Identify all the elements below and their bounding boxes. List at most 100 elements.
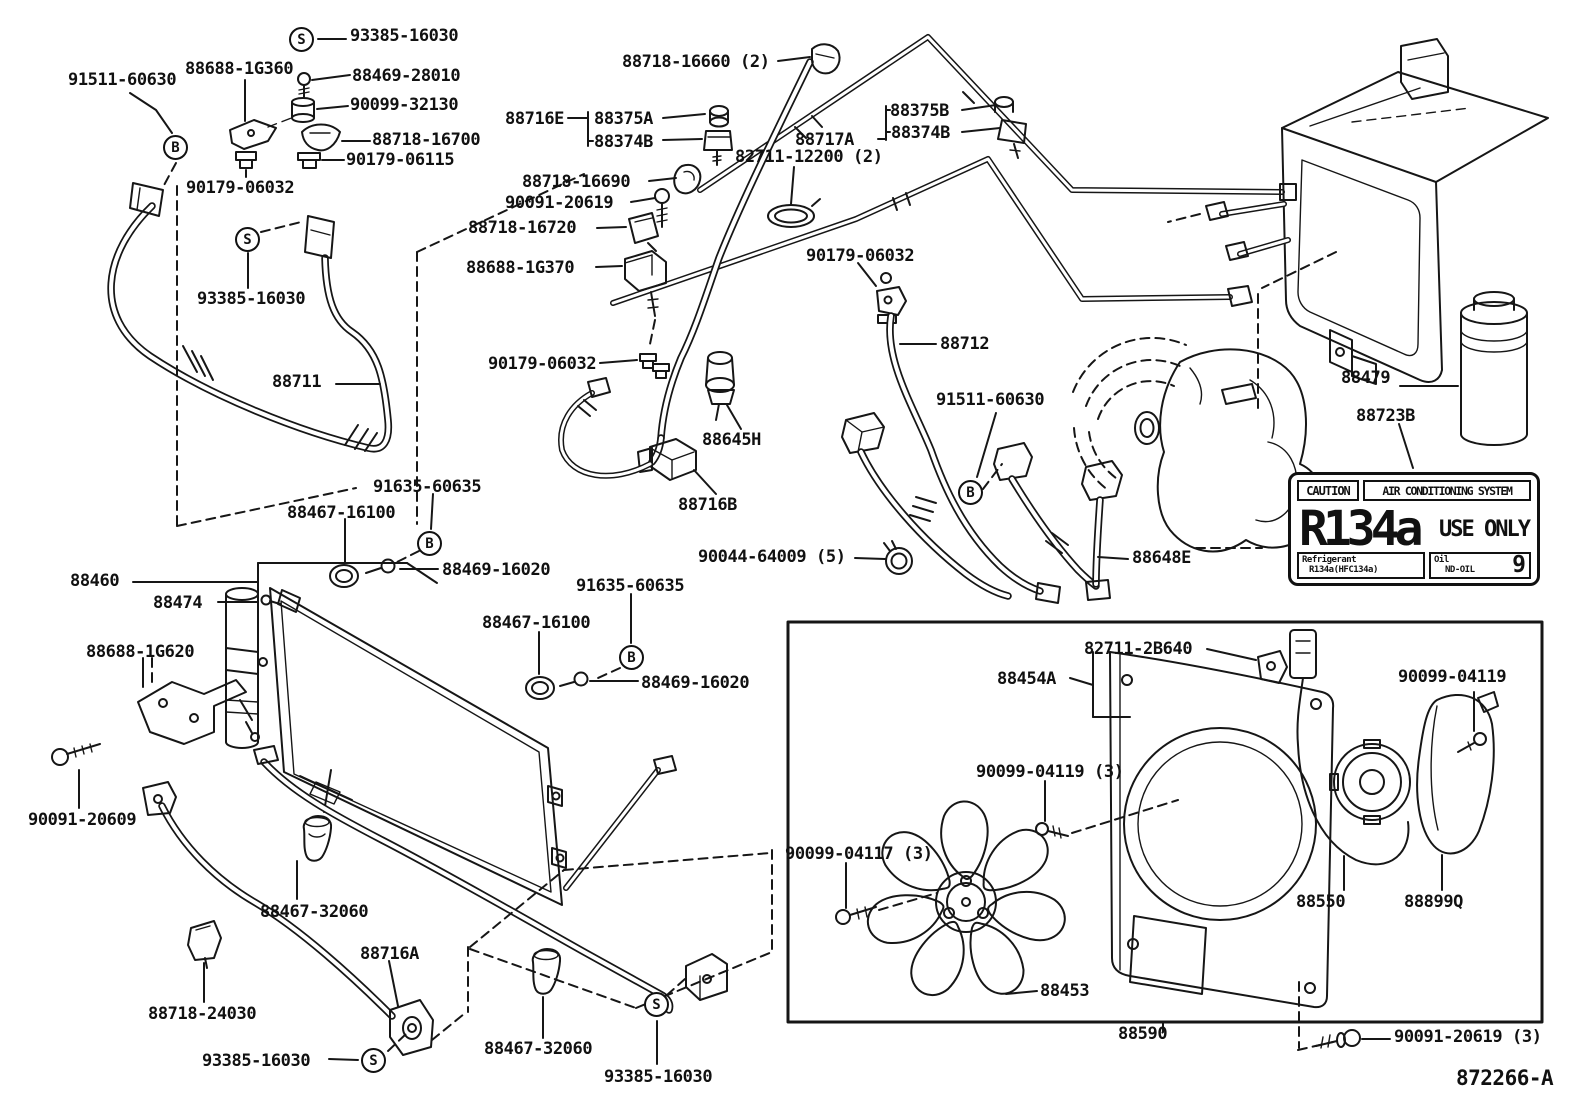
label-88550: 88550 <box>1296 892 1346 912</box>
marker-letter: S <box>369 1052 378 1069</box>
label-88648E: 88648E <box>1132 548 1192 568</box>
marker-b-4: B <box>619 645 644 670</box>
condenser-assembly <box>51 493 677 906</box>
caution-word: CAUTION <box>1297 480 1359 501</box>
marker-letter: S <box>243 231 252 248</box>
refrigerant-cell: Refrigerant R134a(HFC134a) <box>1297 552 1425 579</box>
projection-dashes-top-left <box>176 173 585 527</box>
label-88688-1G360: 88688-1G360 <box>185 59 294 79</box>
label-88645H: 88645H <box>702 430 762 450</box>
label-88467-16100-1: 88467-16100 <box>287 503 396 523</box>
marker-s-4: S <box>644 992 669 1017</box>
fitting-hardware-top-left <box>129 38 371 188</box>
label-91635-60635-2: 91635-60635 <box>576 576 685 596</box>
label-91511-60630-1: 91511-60630 <box>68 70 177 90</box>
label-90099-04119: 90099-04119 <box>1398 667 1507 687</box>
label-88460: 88460 <box>70 571 120 591</box>
fan-motor <box>1289 629 1411 891</box>
marker-letter: B <box>171 139 180 156</box>
label-88712: 88712 <box>940 334 990 354</box>
refrigerant-code: R134a <box>1299 501 1423 557</box>
diagram-number: 872266-A <box>1456 1066 1554 1090</box>
label-88374B-2: 88374B <box>891 123 951 143</box>
label-88469-28010: 88469-28010 <box>352 66 461 86</box>
label-91635-60635-1: 91635-60635 <box>373 477 482 497</box>
marker-b-2: B <box>958 480 983 505</box>
label-88723B: 88723B <box>1356 406 1416 426</box>
label-93385-16030-1: 93385-16030 <box>350 26 459 46</box>
liquid-tube-middle <box>567 43 1027 442</box>
label-90099-04119-3x: 90099-04119 (3) <box>976 762 1124 782</box>
suction-hose-88711 <box>107 182 393 453</box>
label-90179-06032-2: 90179-06032 <box>806 246 915 266</box>
label-90091-20619-3x: 90091-20619 (3) <box>1394 1027 1542 1047</box>
caution-label: CAUTION AIR CONDITIONING SYSTEM R134a US… <box>1288 472 1540 586</box>
ac-pipes-top <box>610 34 1297 307</box>
fan-assembly-box <box>786 620 1544 1033</box>
fan-shroud <box>1109 651 1335 1009</box>
marker-s-2: S <box>235 227 260 252</box>
label-88375B: 88375B <box>890 101 950 121</box>
label-82711-2B640: 82711-2B640 <box>1084 639 1193 659</box>
label-88467-16100-2: 88467-16100 <box>482 613 591 633</box>
fan-blades <box>866 800 1066 996</box>
label-88711: 88711 <box>272 372 322 392</box>
refrigerant-value: R134a(HFC134a) <box>1309 564 1378 575</box>
marker-b-3: B <box>417 531 442 556</box>
label-88469-16020-1: 88469-16020 <box>442 560 551 580</box>
oil-label: Oil <box>1434 555 1449 565</box>
marker-letter: S <box>297 31 306 48</box>
label-88718-16720: 88718-16720 <box>468 218 577 238</box>
label-88469-16020-2: 88469-16020 <box>641 673 750 693</box>
marker-s-1: S <box>289 27 314 52</box>
label-90099-04117-3x: 90099-04117 (3) <box>785 844 933 864</box>
label-88718-24030: 88718-24030 <box>148 1004 257 1024</box>
label-88688-1G370: 88688-1G370 <box>466 258 575 278</box>
label-90179-06032-1: 90179-06032 <box>186 178 295 198</box>
label-88718-16690: 88718-16690 <box>522 172 631 192</box>
refrigerant-can <box>1398 291 1528 469</box>
label-93385-16030-3: 93385-16030 <box>202 1051 311 1071</box>
caution-label-header: CAUTION AIR CONDITIONING SYSTEM <box>1297 480 1531 501</box>
label-88718-16700: 88718-16700 <box>372 130 481 150</box>
label-88717A: 88717A <box>795 130 855 150</box>
use-only-text: USE ONLY <box>1439 517 1531 542</box>
label-90099-32130: 90099-32130 <box>350 95 459 115</box>
label-90091-20609: 90091-20609 <box>28 810 137 830</box>
label-82711-12200: 82711-12200 (2) <box>735 147 883 167</box>
sensor-and-joint-middle <box>558 351 742 495</box>
label-88374B-1: 88374B <box>594 132 654 152</box>
oil-value: ND-OIL <box>1445 565 1475 575</box>
label-88453: 88453 <box>1040 981 1090 1001</box>
label-88718-16660: 88718-16660 (2) <box>622 52 770 72</box>
label-88590: 88590 <box>1118 1024 1168 1044</box>
label-90179-06115: 90179-06115 <box>346 150 455 170</box>
label-88716E: 88716E <box>505 109 565 129</box>
marker-s-3: S <box>361 1048 386 1073</box>
marker-letter: B <box>425 535 434 552</box>
evaporator-unit <box>1167 38 1549 385</box>
label-93385-16030-2: 93385-16030 <box>197 289 306 309</box>
bolt-bottom-right <box>1297 981 1391 1051</box>
caution-label-footer: Refrigerant R134a(HFC134a) Oil ND-OIL 9 <box>1297 552 1531 579</box>
label-88688-1G620: 88688-1G620 <box>86 642 195 662</box>
refrigerant-label: Refrigerant <box>1302 555 1357 566</box>
discharge-hoses <box>841 262 1129 604</box>
label-90044-64009: 90044-64009 (5) <box>698 547 846 567</box>
marker-letter: S <box>652 996 661 1013</box>
motor-cover <box>1416 691 1499 891</box>
label-88375A: 88375A <box>594 109 654 129</box>
label-91511-60630-2: 91511-60630 <box>936 390 1045 410</box>
label-88479: 88479 <box>1341 368 1391 388</box>
marker-b-1: B <box>163 135 188 160</box>
caution-label-middle: R134a USE ONLY <box>1297 501 1531 557</box>
label-88467-32060-1: 88467-32060 <box>260 902 369 922</box>
label-88899Q: 88899Q <box>1404 892 1464 912</box>
label-88716B: 88716B <box>678 495 738 515</box>
caution-system-text: AIR CONDITIONING SYSTEM <box>1363 480 1531 501</box>
oil-cell: Oil ND-OIL 9 <box>1429 552 1531 579</box>
label-88474: 88474 <box>153 593 203 613</box>
oil-grade: 9 <box>1512 552 1526 578</box>
